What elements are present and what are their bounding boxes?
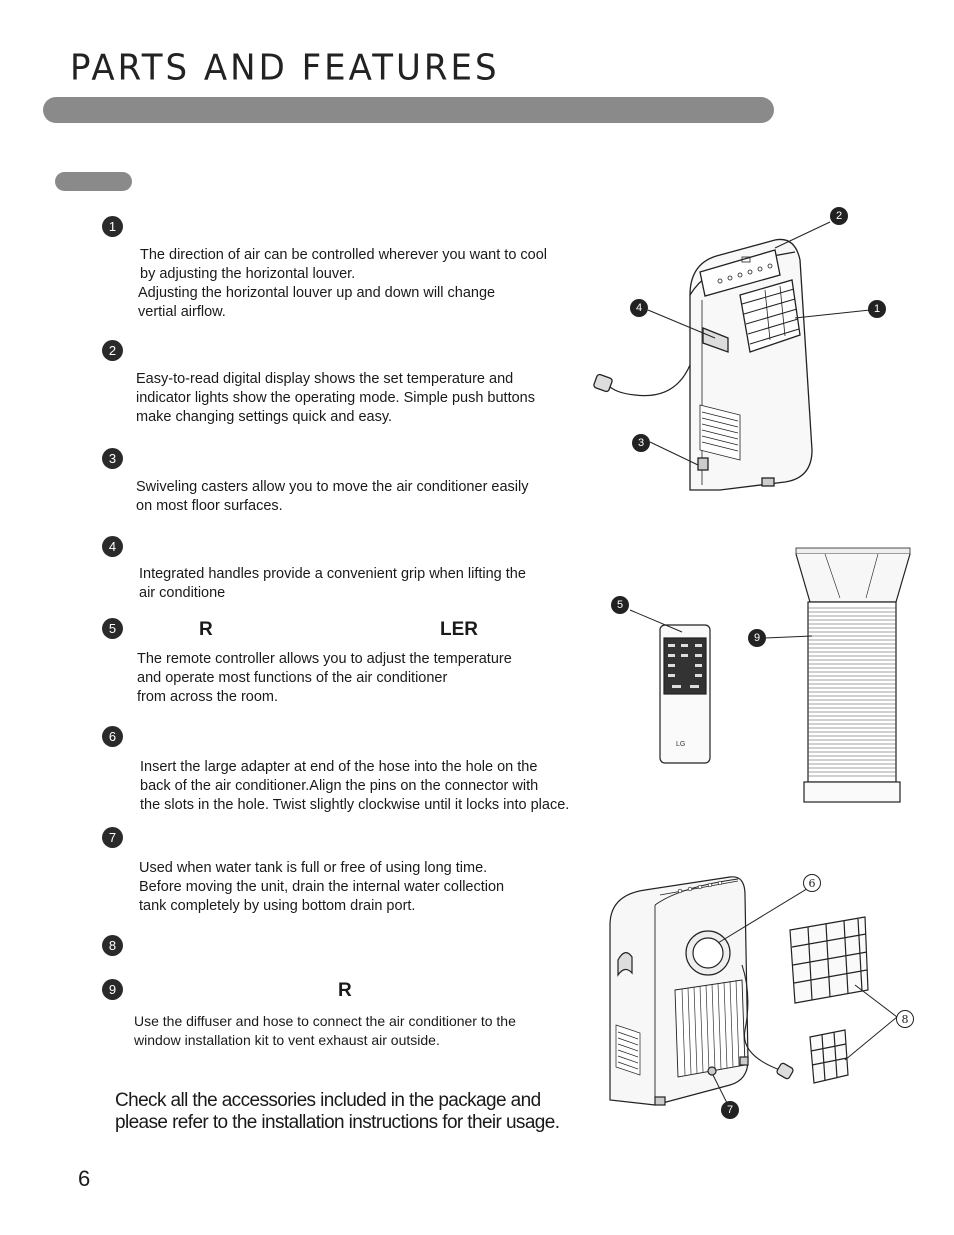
figure-1-callout-3: 3 <box>632 434 650 452</box>
section-7-number: 7 <box>102 827 123 848</box>
section-4-number: 4 <box>102 536 123 557</box>
figure-3-callout-8: 8 <box>896 1010 914 1028</box>
section-5-number: 5 <box>102 618 123 639</box>
section-3-description: Swiveling casters allow you to move the … <box>136 479 529 514</box>
section-5-heading-fragment-1: R <box>199 619 213 640</box>
figure-3-callout-7: 7 <box>721 1101 739 1119</box>
section-4-description: Integrated handles provide a convenient … <box>139 566 526 601</box>
remote-brand-logo: LG <box>676 741 685 748</box>
figure-1-callout-1: 1 <box>868 300 886 318</box>
section-7-description: Used when water tank is full or free of … <box>139 860 505 914</box>
section-2-description: Easy-to-read digital display shows the s… <box>136 371 535 425</box>
section-1-description: The direction of air can be controlled w… <box>138 247 548 320</box>
figure-3-callout-6: 6 <box>803 874 821 892</box>
figure-1-callout-4: 4 <box>630 299 648 317</box>
page-title: PARTS AND FEATURES <box>70 47 500 89</box>
section-5-description: The remote controller allows you to adju… <box>137 651 512 705</box>
section-tab <box>55 172 132 191</box>
unit-front-illustration <box>593 221 871 491</box>
section-9-description: Use the diffuser and hose to connect the… <box>134 1013 516 1048</box>
figure-1-callout-2: 2 <box>830 207 848 225</box>
section-8-number: 8 <box>102 935 123 956</box>
accessories-note: Check all the accessories included in th… <box>115 1090 560 1133</box>
section-9-number: 9 <box>102 979 123 1000</box>
unit-back-illustration <box>609 876 898 1106</box>
figure-2-callout-5: 5 <box>611 596 629 614</box>
section-6-number: 6 <box>102 726 123 747</box>
section-2-number: 2 <box>102 340 123 361</box>
figure-2-callout-9: 9 <box>748 629 766 647</box>
page-number: 6 <box>78 1166 91 1191</box>
remote-and-hose-illustration: LG <box>629 547 911 803</box>
section-6-description: Insert the large adapter at end of the h… <box>140 759 570 813</box>
section-1-number: 1 <box>102 216 123 237</box>
section-9-heading-fragment: R <box>338 980 352 1001</box>
section-3-number: 3 <box>102 448 123 469</box>
header-bar <box>43 97 774 123</box>
section-5-heading-fragment-2: LER <box>440 619 478 640</box>
